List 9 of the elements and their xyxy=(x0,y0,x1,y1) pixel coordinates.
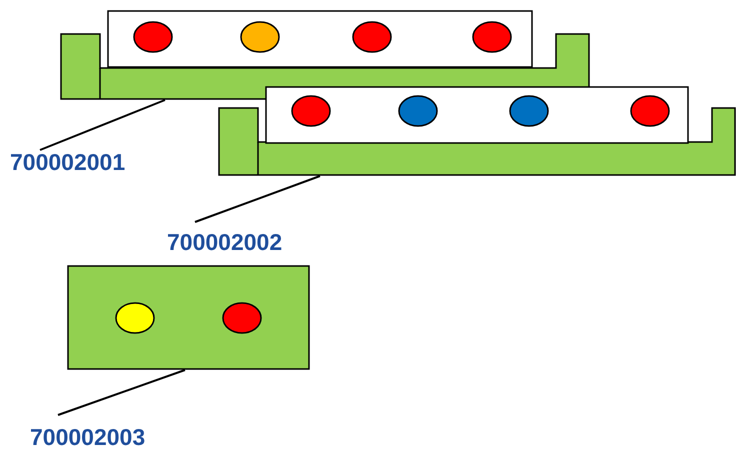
part-number: 700002003 xyxy=(30,424,146,450)
leader-line xyxy=(40,99,166,151)
tray-drawing xyxy=(218,86,736,176)
leader-line xyxy=(194,175,320,223)
part-number: 700002001 xyxy=(10,149,126,175)
leader-line xyxy=(58,369,186,416)
plate-drawing xyxy=(67,265,310,370)
part-number: 700002002 xyxy=(167,229,282,255)
tray-drawing xyxy=(60,10,590,100)
